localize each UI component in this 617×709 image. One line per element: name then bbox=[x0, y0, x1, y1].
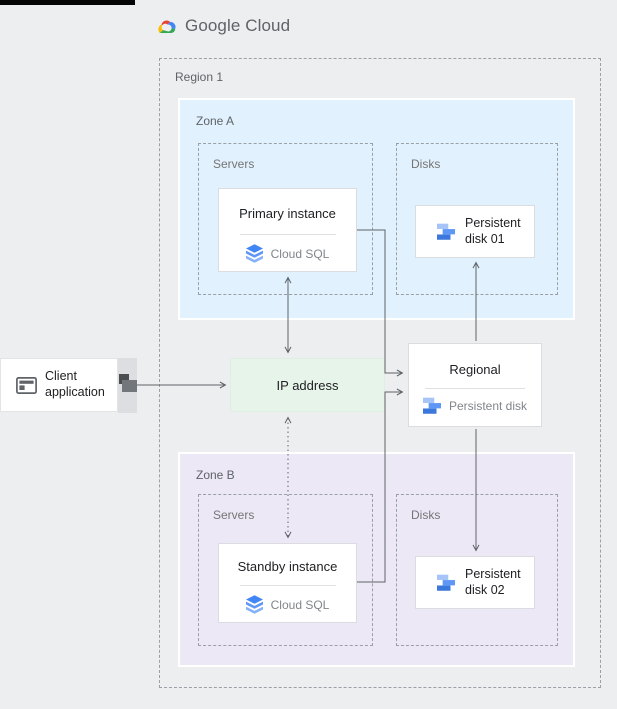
zone-b-label: Zone B bbox=[196, 468, 235, 482]
regional-title: Regional bbox=[449, 362, 501, 377]
client-application-label: Client application bbox=[45, 369, 105, 399]
primary-instance-title: Primary instance bbox=[239, 206, 336, 221]
zone-a-disks-label: Disks bbox=[411, 157, 441, 171]
zone-b-servers-label: Servers bbox=[213, 508, 255, 522]
standby-instance-title: Standby instance bbox=[237, 559, 338, 574]
standby-product-name: Cloud SQL bbox=[270, 597, 330, 612]
persistent-disk-02-label: Persistent disk 02 bbox=[465, 566, 521, 597]
application-window-icon bbox=[16, 376, 37, 394]
primary-instance-card[interactable]: Primary instance Cloud SQL bbox=[218, 188, 357, 272]
region-label: Region 1 bbox=[175, 70, 224, 84]
region-container bbox=[159, 58, 601, 688]
card-divider bbox=[425, 388, 525, 389]
cloud-sql-icon bbox=[245, 244, 263, 263]
persistent-disk-02-card[interactable]: Persistent disk 02 bbox=[415, 556, 535, 609]
zone-b-disks-label: Disks bbox=[411, 508, 441, 522]
zone-a-servers-label: Servers bbox=[213, 157, 255, 171]
connector-node bbox=[122, 380, 137, 392]
regional-disk-card[interactable]: Regional Persistent disk bbox=[408, 343, 542, 427]
client-application-card[interactable]: Client application bbox=[0, 358, 118, 412]
persistent-disk-icon bbox=[422, 397, 441, 414]
persistent-disk-01-label: Persistent disk 01 bbox=[465, 215, 521, 246]
persistent-disk-icon bbox=[437, 223, 455, 240]
top-black-bar bbox=[0, 0, 135, 5]
connector-node-dark bbox=[119, 374, 129, 384]
card-divider bbox=[239, 234, 336, 235]
ip-address-box[interactable]: IP address bbox=[230, 358, 385, 412]
persistent-disk-01-card[interactable]: Persistent disk 01 bbox=[415, 205, 535, 258]
card-divider bbox=[239, 585, 336, 586]
brand-name: Google Cloud bbox=[185, 16, 291, 35]
cloud-sql-icon bbox=[245, 595, 263, 614]
standby-instance-card[interactable]: Standby instance Cloud SQL bbox=[218, 543, 357, 623]
persistent-disk-icon bbox=[437, 574, 455, 591]
primary-product-name: Cloud SQL bbox=[270, 246, 330, 261]
zone-a-label: Zone A bbox=[196, 114, 235, 128]
ip-address-label: IP address bbox=[276, 377, 339, 393]
regional-product-name: Persistent disk bbox=[448, 399, 528, 413]
google-cloud-logo-icon bbox=[158, 20, 176, 33]
google-cloud-header: Google Cloud bbox=[154, 16, 290, 36]
zone-a-disks-group: Disks bbox=[396, 143, 558, 295]
